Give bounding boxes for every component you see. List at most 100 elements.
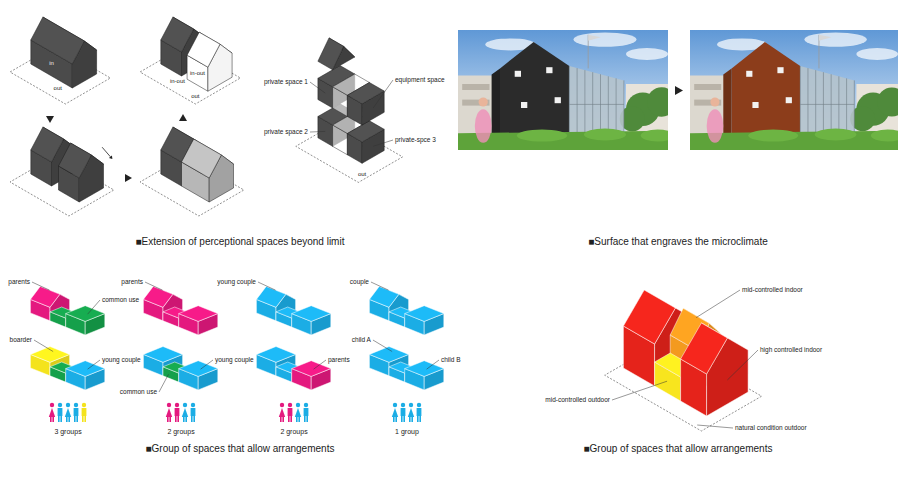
person-leg [193,416,195,422]
callout-label: equipment space [395,76,445,83]
mullion [584,70,585,140]
top-face [179,361,218,377]
callout-label: parents [328,356,350,363]
person-leg [82,416,84,422]
person-body [49,408,55,417]
transom [569,104,624,105]
person-leg [74,416,76,422]
leader-line [373,340,392,352]
space-tag: in-out [190,70,205,77]
mullion [815,70,816,140]
top-face [405,361,444,377]
roof-plane [369,286,398,307]
photo-group [458,30,900,150]
bush [641,130,668,142]
arrangement-diagram [369,286,443,390]
person-icon [82,403,87,422]
person-body [288,408,293,416]
window [746,71,752,77]
leader-line [314,360,326,369]
leader-line [201,360,213,369]
leader-line [88,300,100,314]
person-leg [393,416,395,422]
window [555,97,561,103]
top-face [292,306,331,322]
person-icon [65,403,71,422]
person-body [279,408,285,417]
callout-label: couple [350,278,369,285]
callout-label: parents [121,278,143,285]
roof-plane [318,38,344,70]
step-arrow [125,174,132,182]
callout-label: natural condition outdoor [735,424,807,431]
person-body [58,408,63,416]
caption: ■Surface that engraves the microclimate [588,236,767,248]
person-icon [417,403,422,422]
leader-line [373,80,393,108]
mullion [800,66,801,140]
leader-line [310,131,325,133]
arrangement-diagram [256,286,330,390]
house-sketch [140,127,244,216]
roof-plane [161,17,194,52]
top-face [292,361,331,377]
climate-house [605,290,762,431]
window [777,67,783,73]
house-sketch [140,17,240,104]
passer-by-head [479,97,488,106]
person-leg [177,416,179,422]
person-head [74,403,78,407]
person-leg [280,416,282,422]
person-leg [419,416,421,422]
person-leg [60,416,62,422]
person-head [191,403,195,407]
leader-line [427,360,439,369]
person-head [417,403,421,407]
leader-line [310,82,325,93]
person-head [66,403,70,407]
leader-lines [32,80,758,428]
person-leg [167,416,169,422]
person-body [182,408,188,417]
group-count: 2 groups [280,428,307,436]
roof-plane [31,17,85,64]
person-icon [279,403,285,422]
person-icon [74,403,79,422]
top-face [179,306,218,322]
passer-by-head [710,97,719,106]
person-head [296,403,300,407]
house-facade [500,42,569,140]
sky [690,30,898,150]
person-icon [166,403,172,422]
person-leg [306,416,308,422]
person-body [166,408,172,417]
person-leg [401,416,403,422]
bush [517,130,567,142]
push-arrow [102,147,110,157]
bush [871,130,898,142]
roof-plane [30,286,59,307]
person-leg [417,416,419,422]
bush [815,128,857,140]
isometric-group [10,17,762,431]
person-head [82,403,86,407]
person-leg [296,416,298,422]
house-side [492,68,500,140]
callout-label: private space 2 [264,128,308,135]
transom [800,104,854,105]
callout-label: mid-controlled outdoor [545,396,610,403]
person-head [50,403,54,407]
bush [748,130,798,142]
leader-line [696,290,740,318]
callout-label: mid-controlled indoor [742,286,803,293]
neighbour-window [694,84,721,90]
person-icon [49,403,55,422]
person-leg [58,416,60,422]
person-head [304,403,308,407]
leader-line [727,350,758,380]
cloud [856,48,898,60]
leader-line [373,140,393,146]
person-leg [282,416,284,422]
top-face [405,306,444,322]
